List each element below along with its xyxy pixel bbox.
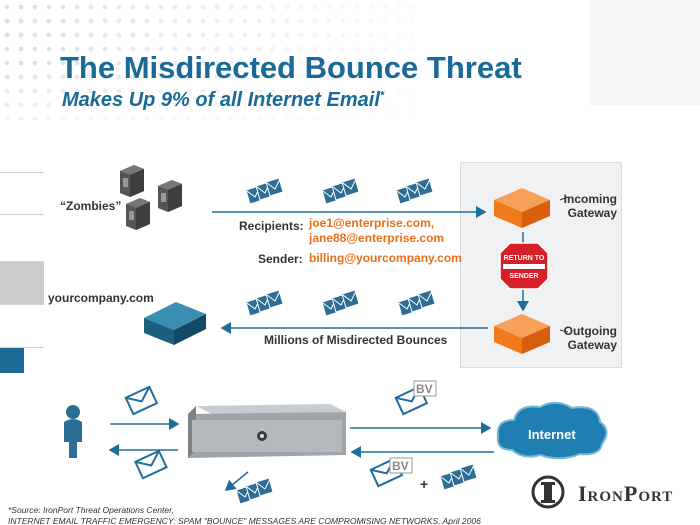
outgoing-gateway-label: Outgoing Gateway — [555, 324, 617, 352]
recipients-label: Recipients: — [239, 219, 304, 233]
side-block — [0, 262, 44, 305]
inbound-mail-icon — [134, 449, 168, 480]
internet-cloud-icon — [496, 401, 608, 460]
recipient-address: joe1@enterprise.com, — [309, 216, 435, 230]
bv-tag: BV — [392, 459, 409, 473]
bounce-envelopes-icon — [322, 290, 359, 316]
dot-pattern-fade — [0, 0, 700, 160]
zombie-computer-icon — [120, 165, 144, 197]
side-block — [0, 305, 44, 348]
zombies-label: “Zombies” — [60, 199, 122, 213]
incoming-gateway-label: Incoming Gateway — [555, 192, 617, 220]
internet-label: Internet — [528, 427, 576, 442]
sender-address: billing@yourcompany.com — [309, 251, 462, 265]
sender-label: Sender: — [258, 252, 303, 266]
side-block — [0, 172, 44, 215]
footer-source: *Source: IronPort Threat Operations Cent… — [8, 505, 174, 515]
gateway-label-line: Incoming — [563, 192, 617, 206]
recipient-address: jane88@enterprise.com — [309, 231, 445, 245]
spam-envelopes-icon — [396, 178, 433, 204]
spam-envelopes-icon — [246, 178, 283, 204]
zombie-computer-icon — [126, 198, 150, 230]
stop-sign-text: RETURN TO — [503, 255, 545, 262]
bounce-envelopes-icon — [398, 290, 435, 316]
gateway-label-line: Outgoing — [563, 324, 617, 338]
stop-sign-text: SENDER — [509, 273, 539, 280]
spam-envelopes-icon — [322, 178, 359, 204]
plus-sign: + — [420, 476, 429, 492]
bounces-label: Millions of Misdirected Bounces — [264, 333, 448, 347]
subtitle-text: Makes Up 9% of all Internet Email — [62, 89, 380, 111]
gateway-label-line: Gateway — [567, 206, 617, 220]
return-to-sender-stop-sign — [499, 242, 549, 290]
bounce-envelopes-icon — [236, 478, 273, 504]
slide-title: The Misdirected Bounce Threat — [60, 50, 522, 85]
yourcompany-label: yourcompany.com — [48, 291, 154, 305]
bounce-envelopes-icon — [246, 290, 283, 316]
blocked-bounces-icon — [440, 464, 477, 490]
side-block-accent — [0, 348, 24, 373]
outbound-mail-icon — [124, 385, 158, 416]
footnote-mark: * — [379, 89, 385, 102]
company-server-icon — [144, 302, 206, 345]
corner-panel — [590, 0, 700, 105]
ironport-appliance-icon — [188, 404, 346, 458]
user-person-icon — [64, 405, 82, 458]
zombie-computer-icon — [158, 180, 182, 212]
bv-tag: BV — [416, 382, 433, 396]
gateway-label-line: Gateway — [567, 338, 617, 352]
incoming-gateway-icon — [494, 188, 550, 228]
ironport-logo-icon — [531, 475, 565, 509]
ironport-brand: IronPort — [578, 481, 674, 506]
outgoing-gateway-icon — [494, 314, 550, 354]
slide-subtitle: Makes Up 9% of all Internet Email* — [62, 89, 384, 112]
footer-source: INTERNET EMAIL TRAFFIC EMERGENCY: SPAM "… — [8, 516, 481, 525]
side-block — [0, 215, 44, 262]
